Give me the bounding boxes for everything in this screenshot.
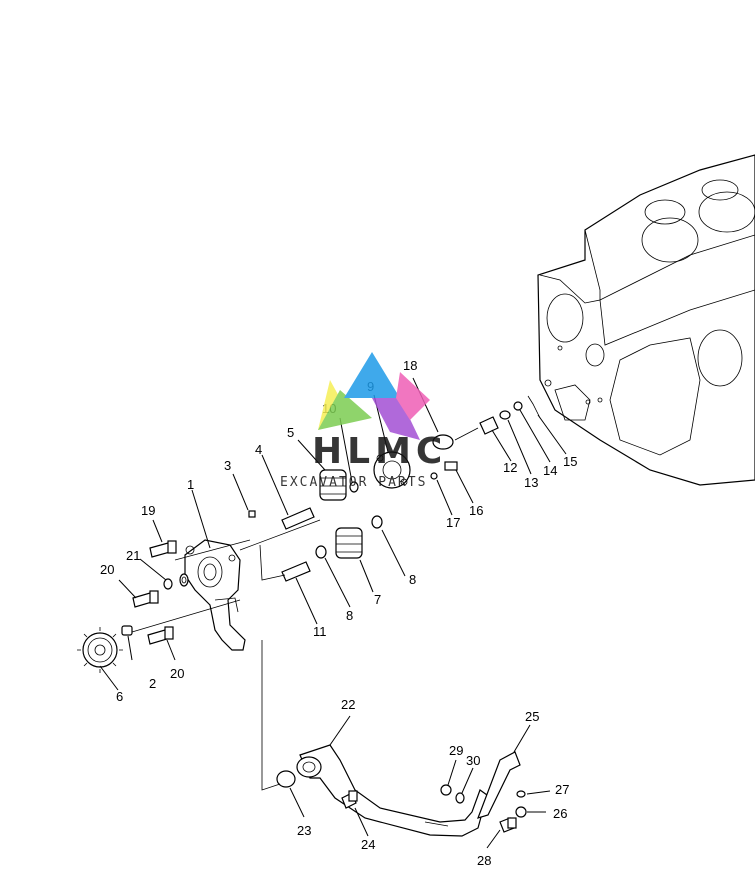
- part-label-13: 13: [524, 475, 538, 490]
- part-label-19: 19: [141, 503, 155, 518]
- oil-pump-body-drawing: [184, 539, 246, 651]
- part-label-8b: 8: [346, 608, 353, 623]
- part-label-20b: 20: [170, 666, 184, 681]
- part-label-30: 30: [466, 753, 480, 768]
- relief-valve-drawing: [373, 434, 458, 489]
- part-label-18: 18: [403, 358, 417, 373]
- part-label-12: 12: [503, 460, 517, 475]
- part-label-20a: 20: [100, 562, 114, 577]
- watermark-brand: HLMC: [312, 431, 447, 472]
- part-label-14: 14: [543, 463, 557, 478]
- part-label-21: 21: [126, 548, 140, 563]
- part-label-2: 2: [149, 676, 156, 691]
- bushing-2-drawing: [121, 625, 133, 636]
- part-label-17: 17: [446, 515, 460, 530]
- part-label-28: 28: [477, 853, 491, 868]
- part-label-22: 22: [341, 697, 355, 712]
- part-label-3: 3: [224, 458, 231, 473]
- part-label-15: 15: [563, 454, 577, 469]
- part-label-4: 4: [255, 442, 262, 457]
- bracket-hardware-drawing: [341, 751, 527, 833]
- watermark-tagline: EXCAVATOR PARTS: [280, 475, 427, 490]
- part-label-8a: 8: [409, 572, 416, 587]
- shafts-drawing: [248, 507, 315, 582]
- part-label-7: 7: [374, 592, 381, 607]
- leader-lines: [99, 377, 567, 849]
- part-label-27: 27: [555, 782, 569, 797]
- part-label-25: 25: [525, 709, 539, 724]
- o-ring-drawing: [276, 770, 296, 788]
- part-label-26: 26: [553, 806, 567, 821]
- drive-gear-drawing: [77, 627, 123, 673]
- logo-triangle-green: [318, 390, 372, 430]
- part-label-6: 6: [116, 689, 123, 704]
- pump-gears-drawing: [315, 469, 383, 559]
- part-label-5: 5: [287, 425, 294, 440]
- engine-block-drawing: [537, 154, 755, 486]
- part-label-1: 1: [187, 477, 194, 492]
- valve-parts-drawing: [479, 395, 541, 435]
- part-label-16: 16: [469, 503, 483, 518]
- oil-pipe-drawing: [296, 744, 488, 837]
- bolts-drawing: [132, 540, 189, 645]
- hlmc-logo-triangles: [318, 352, 430, 440]
- logo-triangle-blue: [344, 352, 400, 398]
- part-label-24: 24: [361, 837, 375, 852]
- logo-triangle-purple: [372, 398, 420, 440]
- logo-triangle-pink: [396, 372, 430, 420]
- part-label-29: 29: [449, 743, 463, 758]
- hlmc-watermark-logo: HLMC EXCAVATOR PARTS: [280, 352, 447, 490]
- part-label-23: 23: [297, 823, 311, 838]
- part-label-11: 11: [313, 624, 327, 639]
